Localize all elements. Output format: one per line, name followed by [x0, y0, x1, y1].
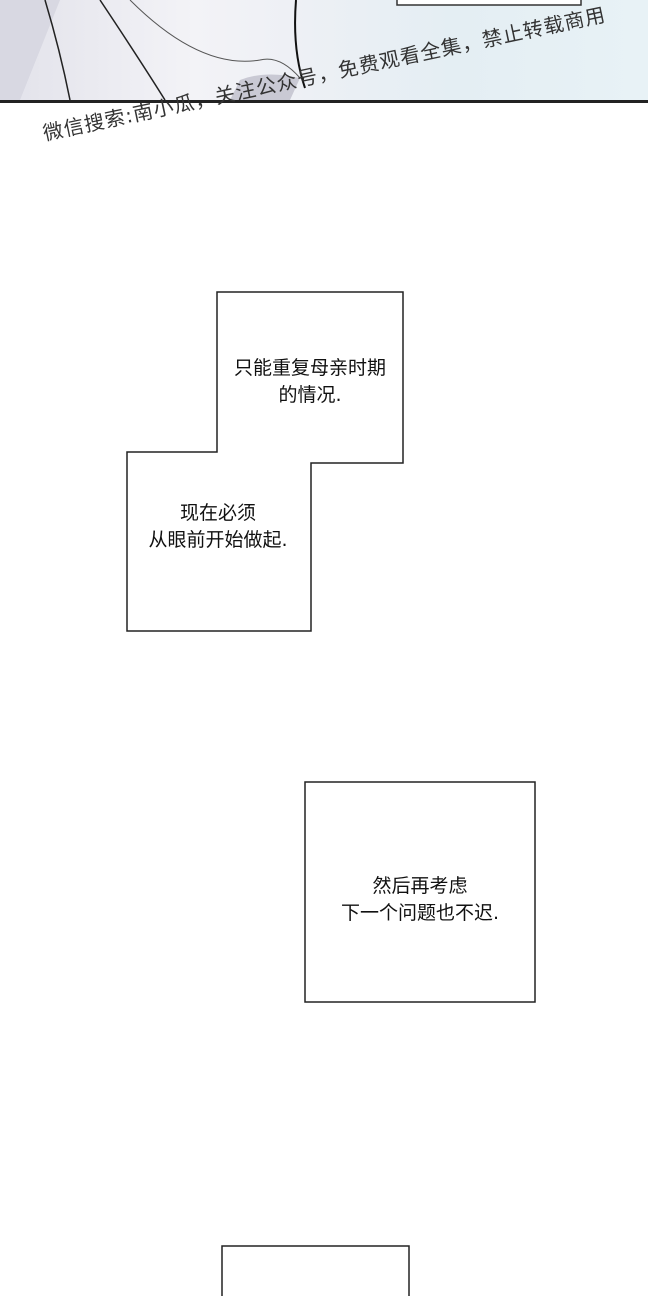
- text-line: 从眼前开始做起.: [148, 529, 288, 551]
- artwork-lines: [0, 0, 582, 100]
- narration-box-3: [221, 1245, 410, 1296]
- narration-box-1: [126, 291, 404, 632]
- narration-text-2: 现在必须 从眼前开始做起.: [118, 500, 318, 554]
- text-line: 现在必须: [179, 502, 256, 524]
- narration-text-3: 然后再考虑 下一个问题也不迟.: [320, 873, 520, 927]
- text-line: 然后再考虑: [372, 875, 468, 897]
- text-line: 下一个问题也不迟.: [340, 902, 500, 924]
- text-line: 只能重复母亲时期: [233, 357, 386, 379]
- comic-panel-artwork: [0, 0, 648, 103]
- narration-box-2: [304, 781, 536, 1003]
- narration-text-1: 只能重复母亲时期 的情况.: [210, 355, 410, 409]
- text-line: 的情况.: [278, 384, 342, 406]
